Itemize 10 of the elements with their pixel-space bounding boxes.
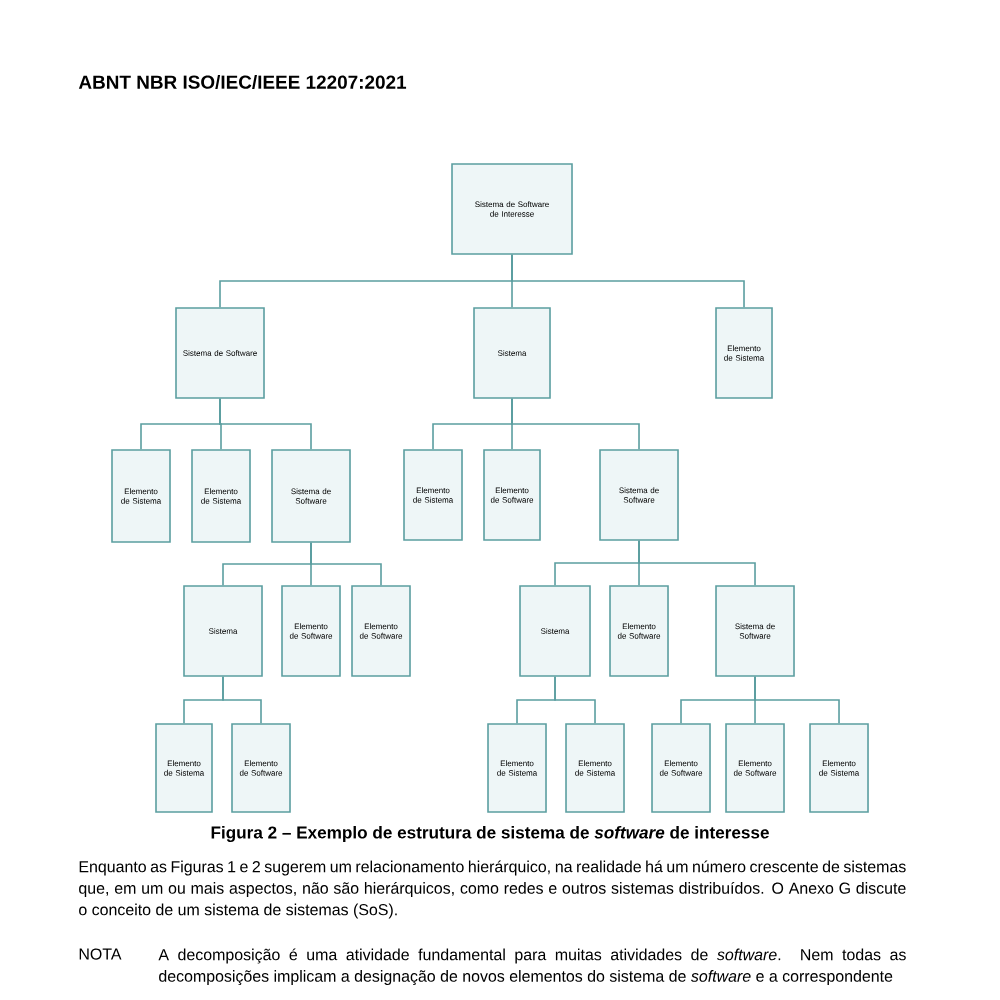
connector-line	[754, 676, 840, 724]
connector-line	[511, 254, 745, 308]
connector-line	[222, 676, 262, 724]
connector-line	[310, 542, 382, 586]
figure-caption: Figura 2 – Exemplo de estrutura de sistema de software de interesse	[211, 826, 769, 843]
connector-line	[638, 540, 756, 586]
heading: ABNT NBR ISO/IEC/IEEE 12207:2021	[78, 74, 407, 90]
connector-line	[554, 676, 596, 724]
connector-line	[511, 398, 640, 450]
connector-line	[219, 398, 312, 450]
